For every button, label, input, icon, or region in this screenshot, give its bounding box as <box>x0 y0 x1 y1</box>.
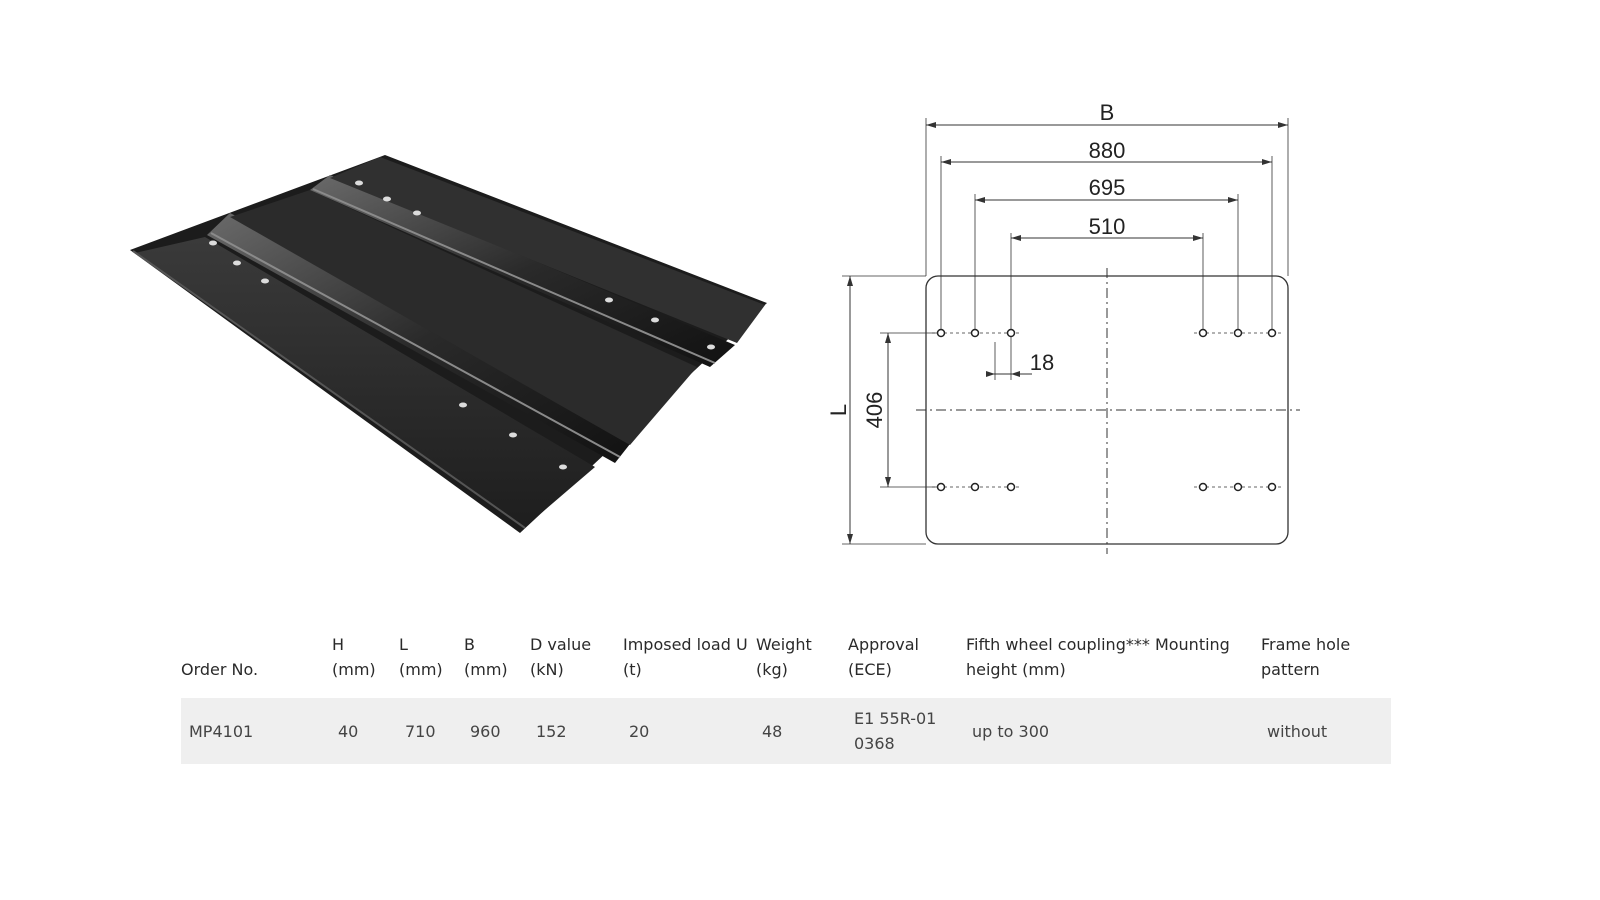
dim-b-label: B <box>1100 100 1115 125</box>
cell-h: 40 <box>332 698 399 764</box>
dimension-drawing: B 880 695 510 18 L 406 <box>826 100 1300 554</box>
dim-510-label: 510 <box>1089 214 1126 239</box>
dim-l-label: L <box>826 404 851 416</box>
header-order-no: Order No. <box>181 660 259 679</box>
table-header-row: Order No. H(mm) L(mm) B(mm) D value(kN) … <box>181 632 1391 698</box>
cell-weight: 48 <box>756 698 848 764</box>
cell-b: 960 <box>464 698 530 764</box>
dim-880-label: 880 <box>1089 138 1126 163</box>
cell-l: 710 <box>399 698 464 764</box>
header-weight: Weight(kg) <box>756 635 812 679</box>
cell-frame-hole: without <box>1261 698 1391 764</box>
mounting-plate-photo <box>130 155 767 533</box>
cell-d-value: 152 <box>530 698 623 764</box>
header-imposed-load: Imposed load U(t) <box>623 635 748 679</box>
dim-18-label: 18 <box>1030 350 1054 375</box>
cell-order-no: MP4101 <box>181 698 332 764</box>
dim-695-label: 695 <box>1089 175 1126 200</box>
header-approval: Approval(ECE) <box>848 635 919 679</box>
header-l: L(mm) <box>399 635 443 679</box>
spec-table: Order No. H(mm) L(mm) B(mm) D value(kN) … <box>181 632 1391 764</box>
header-b: B(mm) <box>464 635 508 679</box>
cell-imposed-load: 20 <box>623 698 756 764</box>
header-h: H(mm) <box>332 635 376 679</box>
dim-406-label: 406 <box>862 392 887 429</box>
header-d-value: D value(kN) <box>530 635 592 679</box>
cell-fifth-wheel: up to 300 <box>966 698 1261 764</box>
